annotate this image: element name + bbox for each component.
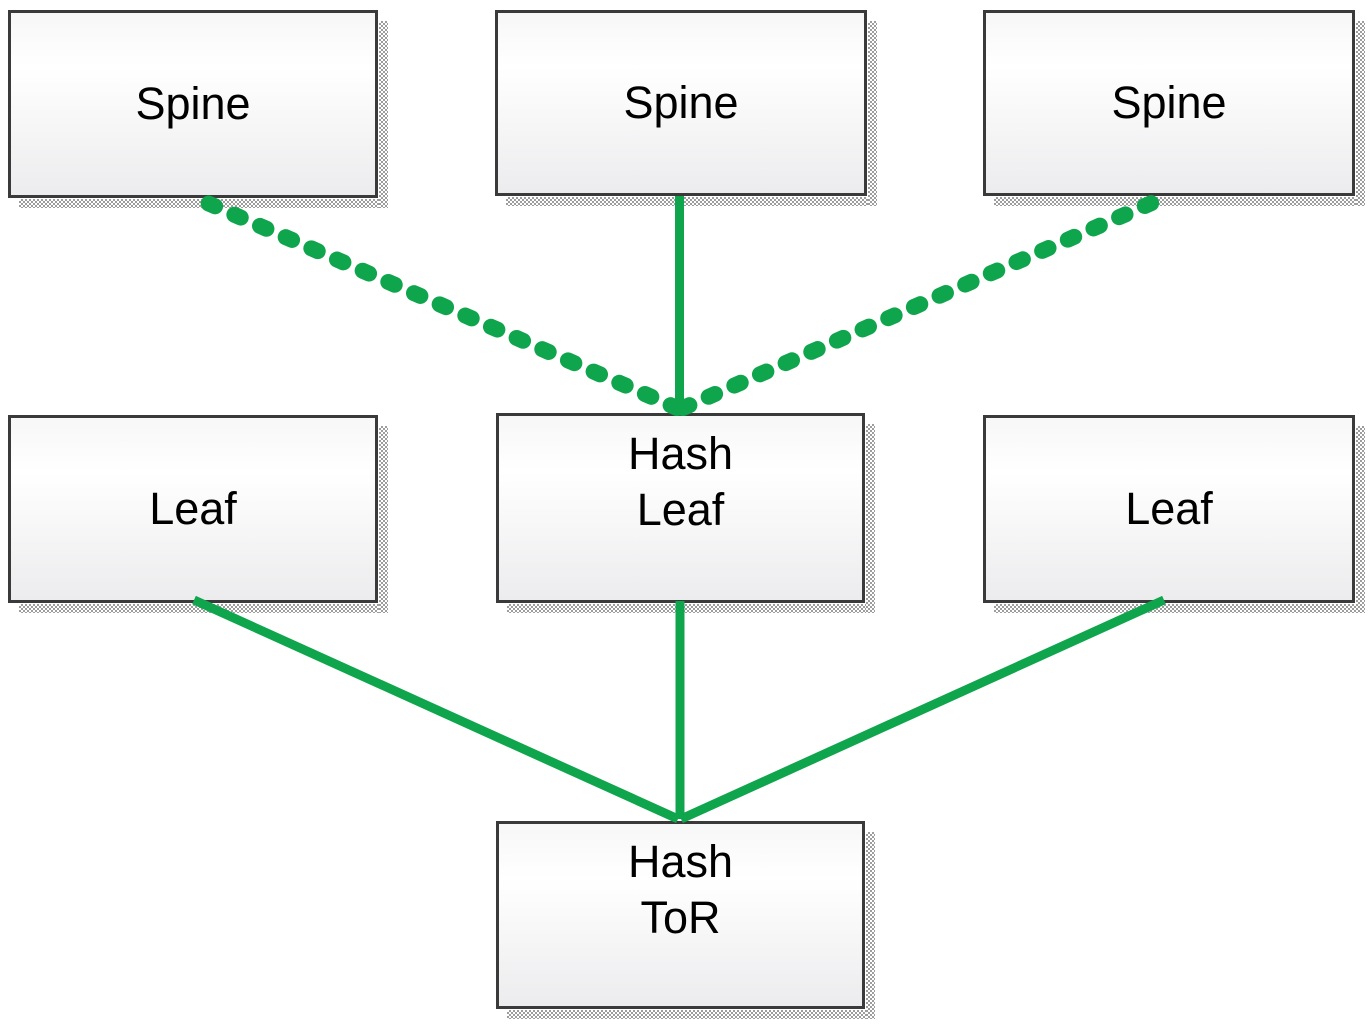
- node-spine-right-label: Spine: [1111, 77, 1227, 128]
- node-spine-center: Spine: [495, 10, 877, 206]
- node-hash-tor: Hash ToR: [496, 821, 875, 1019]
- edge-hash-leaf-to-spine-left: [188, 190, 685, 416]
- edge-leaf-right-to-hash-tor: [679, 595, 1166, 824]
- node-leaf-left-label: Leaf: [149, 483, 237, 534]
- node-hash-leaf-label-line1: Hash: [627, 428, 734, 479]
- node-hash-tor-label-line2: ToR: [640, 892, 721, 943]
- node-hash-tor-label-line1: Hash: [627, 836, 734, 887]
- node-spine-right: Spine: [983, 10, 1365, 206]
- node-leaf-left: Leaf: [8, 415, 388, 613]
- node-leaf-right: Leaf: [983, 415, 1365, 613]
- node-leaf-right-label: Leaf: [1125, 483, 1213, 534]
- edge-hash-leaf-to-spine-right: [675, 190, 1171, 416]
- node-hash-leaf: Hash Leaf: [496, 413, 875, 613]
- node-spine-left: Spine: [8, 10, 388, 208]
- edge-leaf-left-to-hash-tor: [192, 595, 680, 824]
- node-hash-leaf-label-line2: Leaf: [636, 484, 725, 535]
- node-spine-left-label: Spine: [135, 78, 251, 129]
- node-spine-center-label: Spine: [623, 77, 739, 128]
